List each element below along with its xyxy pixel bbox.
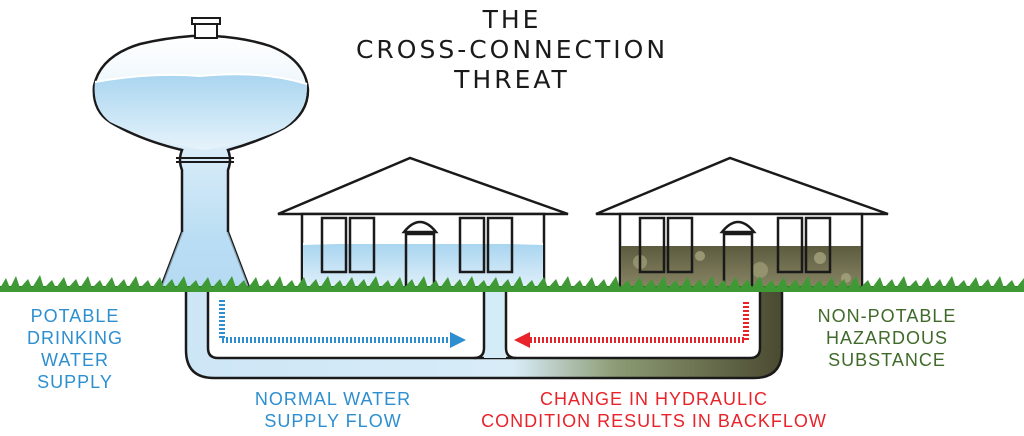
- normal-flow-arrow: [219, 300, 466, 348]
- potable-label-line-1: POTABLE: [30, 306, 120, 326]
- title-line-1: THE: [482, 5, 542, 34]
- potable-label-line-2: DRINKING WATER: [26, 328, 123, 370]
- normal-flow-line-2: SUPPLY FLOW: [264, 411, 402, 431]
- hazard-label-line-2: HAZARDOUS: [825, 328, 948, 348]
- backflow-arrow: [514, 302, 749, 348]
- hazardous-substance-label: NON-POTABLE HAZARDOUS SUBSTANCE: [812, 305, 962, 371]
- normal-flow-line-1: NORMAL WATER: [254, 389, 412, 409]
- normal-flow-label: NORMAL WATER SUPPLY FLOW: [228, 388, 438, 432]
- potable-label-line-3: SUPPLY: [37, 372, 113, 392]
- water-tower: [92, 17, 310, 292]
- house-clean: [277, 156, 569, 292]
- backflow-label: CHANGE IN HYDRAULIC CONDITION RESULTS IN…: [464, 388, 844, 432]
- grass-ground: [0, 275, 1024, 292]
- potable-supply-label: POTABLE DRINKING WATER SUPPLY: [0, 305, 150, 393]
- backflow-line-2: CONDITION RESULTS IN BACKFLOW: [481, 411, 827, 431]
- supply-pipe: [184, 286, 784, 380]
- hazard-label-line-1: NON-POTABLE: [817, 306, 957, 326]
- backflow-line-1: CHANGE IN HYDRAULIC: [539, 389, 769, 409]
- hazard-label-line-3: SUBSTANCE: [828, 350, 946, 370]
- house-contaminated: [595, 156, 889, 292]
- title-line-3: THREAT: [454, 65, 570, 94]
- title-line-2: CROSS-CONNECTION: [355, 35, 669, 64]
